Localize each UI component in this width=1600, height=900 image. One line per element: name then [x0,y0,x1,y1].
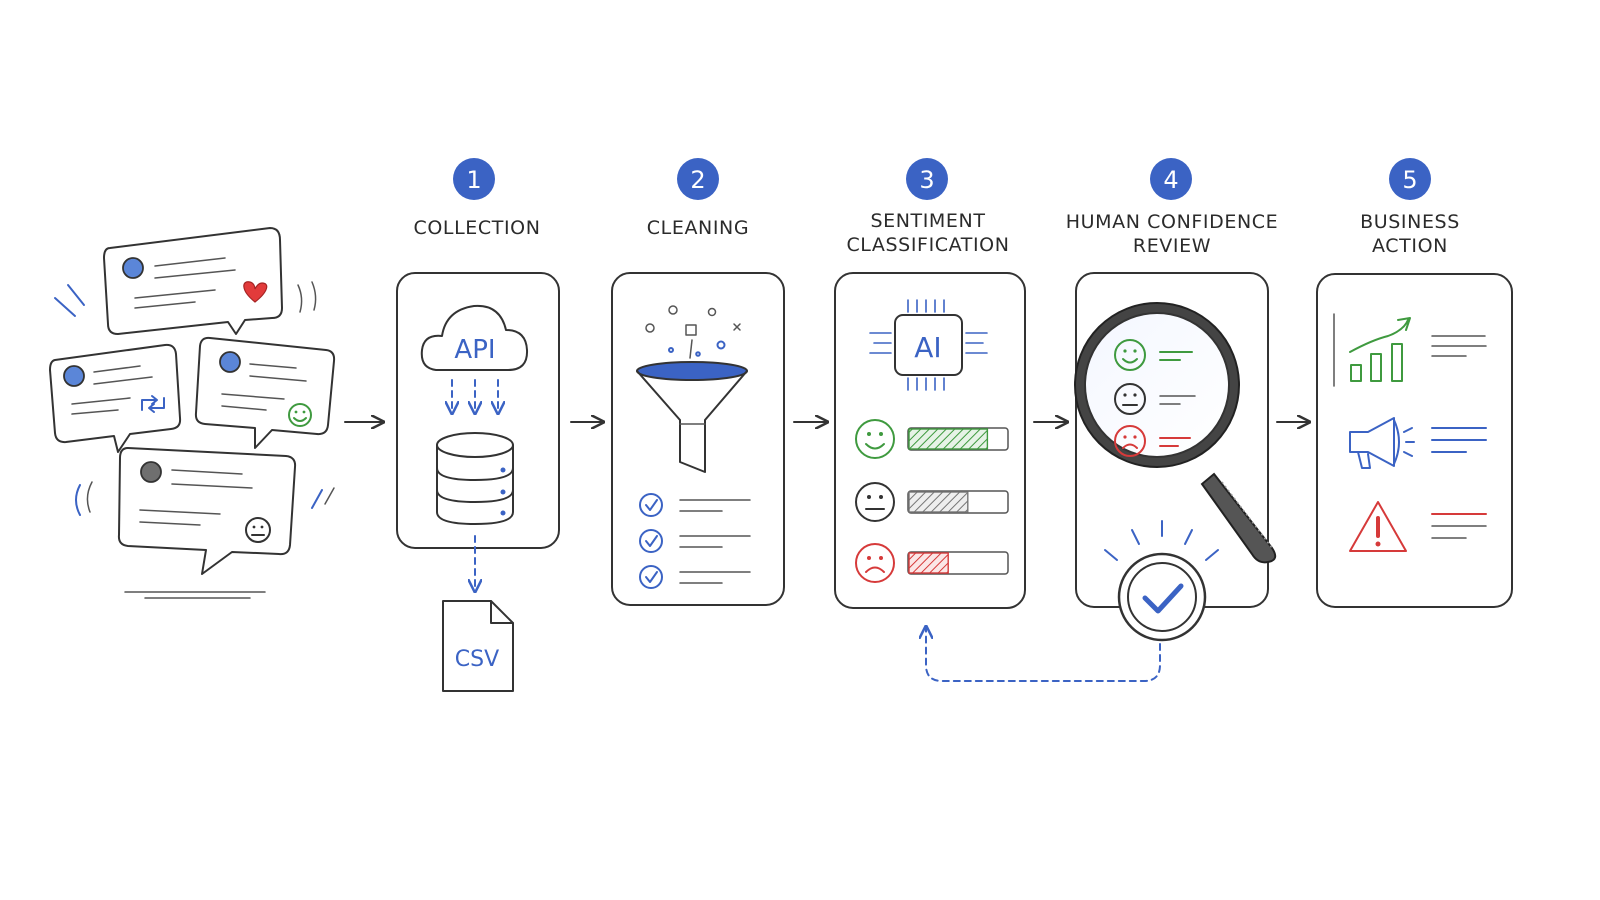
stage-title: CLEANING [647,217,749,239]
step-badge [1150,158,1192,200]
step-number: 5 [1402,166,1417,194]
stage-title: ACTION [1372,235,1448,257]
stage-header-3: 3 SENTIMENT CLASSIFICATION [846,158,1009,256]
confidence-bar-track [907,551,1009,575]
warning-icon [1349,501,1407,552]
chat-bubble-icon [194,336,336,449]
stage-card-collection: API CSV [396,272,560,692]
download-arrows-icon [452,379,498,412]
megaphone-icon [1349,417,1415,469]
stage-card-action [1316,273,1513,608]
stage-title: CLASSIFICATION [846,234,1009,256]
ai-chip-label: AI [914,331,941,364]
magnifying-glass-icon [1074,302,1277,564]
cloud-icon: API [420,304,529,371]
checkmark-icon [639,529,663,553]
funnel-icon [636,361,748,473]
sentiment-row-positive [855,419,1009,459]
confidence-bar-track [907,490,1009,514]
neutral-face-icon [1114,383,1146,415]
csv-label: CSV [455,647,499,672]
smiley-icon [855,419,895,459]
stage-title: HUMAN CONFIDENCE [1066,211,1279,233]
stage-card-classification: AI [834,272,1026,609]
stage-title: SENTIMENT [870,210,985,232]
feedback-loop-arrow [926,628,1161,682]
stage-header-2: 2 CLEANING [647,158,749,239]
stage-card-cleaning [611,272,785,606]
csv-file-icon: CSV [442,600,514,692]
neutral-face-icon [855,482,895,522]
confidence-bar-track [907,427,1009,451]
sentiment-row-negative [855,543,1009,583]
checkmark-badge-icon [1104,520,1219,642]
stage-title: BUSINESS [1360,211,1460,233]
smiley-icon [1114,339,1146,371]
step-number: 4 [1163,166,1178,194]
confidence-bar-fill [908,552,949,574]
growth-chart-icon [1349,317,1411,382]
step-badge [453,158,495,200]
step-number: 2 [690,166,705,194]
database-icon [436,432,514,525]
chat-bubble-icon [49,343,182,453]
stage-header-1: 1 COLLECTION [413,158,540,239]
heart-icon [243,281,268,303]
sentiment-row-neutral [855,482,1009,522]
step-badge [906,158,948,200]
retweet-icon [141,395,165,413]
checklist [639,493,751,589]
ai-chip-icon: AI [869,299,988,391]
stage-card-review [1074,272,1277,642]
chat-bubble-icon [117,447,297,575]
smiley-icon [288,403,312,427]
particles-icon [645,305,741,359]
motion-lines-icon [54,281,335,599]
stage-header-4: 4 HUMAN CONFIDENCE REVIEW [1066,158,1279,257]
sad-face-icon [855,543,895,583]
confidence-bar-fill [908,491,969,513]
stage-title: COLLECTION [413,217,540,239]
cloud-label: API [454,335,495,365]
step-number: 1 [466,166,481,194]
sad-face-icon [1114,425,1146,457]
checkmark-icon [639,565,663,589]
stage-header-5: 5 BUSINESS ACTION [1360,158,1460,257]
checkmark-icon [639,493,663,517]
source-chat-cluster [49,227,336,599]
step-number: 3 [919,166,934,194]
step-badge [677,158,719,200]
step-badge [1389,158,1431,200]
neutral-face-icon [245,517,271,543]
chat-bubble-icon [103,227,283,335]
confidence-bar-fill [908,428,989,450]
stage-title: REVIEW [1133,235,1211,257]
